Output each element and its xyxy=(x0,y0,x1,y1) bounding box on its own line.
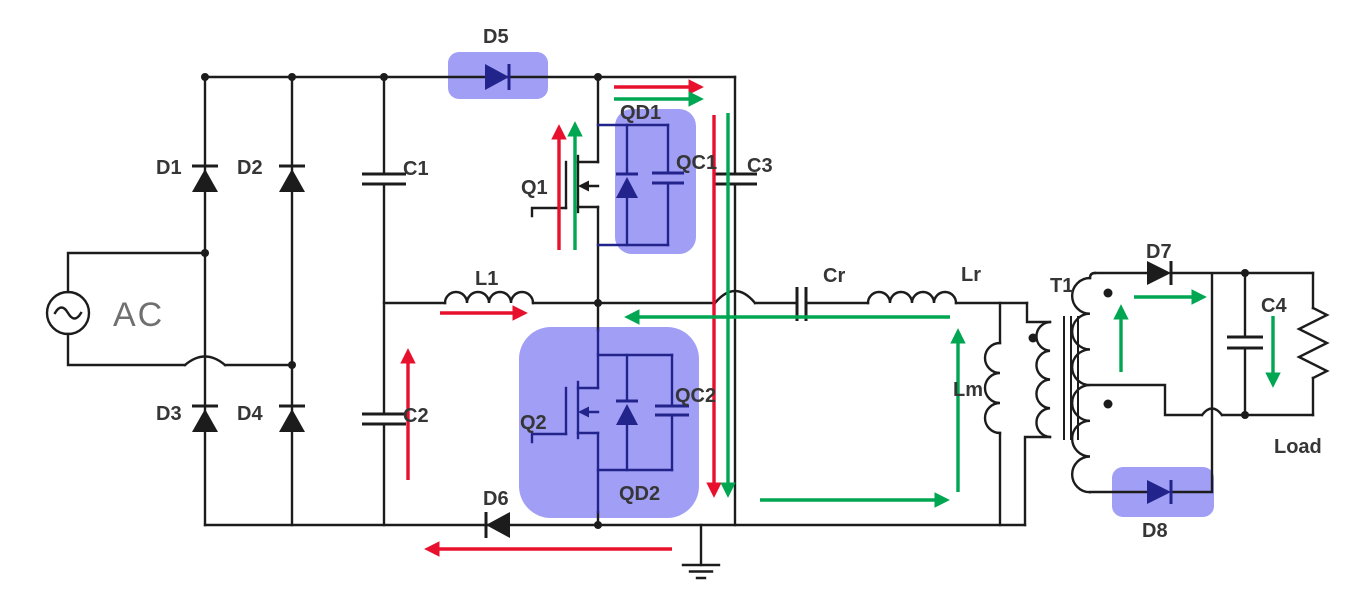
capacitor-c2 xyxy=(362,412,406,426)
transformer-core xyxy=(1063,316,1079,440)
label-d3: D3 xyxy=(156,403,182,425)
label-cr: Cr xyxy=(823,265,845,287)
label-d6: D6 xyxy=(483,488,509,510)
diode-d1 xyxy=(192,164,218,192)
qc2-plates xyxy=(655,404,689,417)
label-d7: D7 xyxy=(1146,241,1172,263)
label-qc1: QC1 xyxy=(676,152,717,174)
label-qd2: QD2 xyxy=(619,483,660,505)
branch-rails xyxy=(596,123,670,247)
diode-d6 xyxy=(484,512,510,538)
center-tap-return-wire xyxy=(1088,383,1315,417)
mid-rail-wire xyxy=(382,289,1029,305)
qd1-triangle xyxy=(616,177,638,198)
label-t1: T1 xyxy=(1050,275,1073,297)
label-c4: C4 xyxy=(1261,295,1287,317)
label-l1: L1 xyxy=(475,268,498,290)
mosfet-q1 xyxy=(530,154,600,218)
mosfet-q2 xyxy=(530,328,600,514)
capacitor-c4 xyxy=(1227,335,1263,350)
label-d4: D4 xyxy=(237,403,263,425)
label-ac: AC xyxy=(113,296,164,334)
label-d1: D1 xyxy=(156,157,182,179)
label-d8: D8 xyxy=(1142,520,1168,542)
qd2-triangle xyxy=(616,404,638,425)
green-flow-arrows xyxy=(567,91,1281,508)
red-flow-arrows xyxy=(400,79,722,557)
lm-winding xyxy=(983,341,1002,435)
qc1-plates xyxy=(652,171,684,185)
secondary-winding xyxy=(1070,276,1092,494)
q2-arrow xyxy=(578,406,589,418)
secondary-bottom-polarity-dot xyxy=(1103,399,1113,409)
capacitor-c1 xyxy=(362,172,406,186)
qd2-qc2-branch xyxy=(596,353,689,472)
ac-source-circle xyxy=(45,290,91,336)
label-load: Load xyxy=(1274,436,1322,458)
diode-d8 xyxy=(1147,480,1173,504)
labels: AC D1 D2 D3 D4 C1 C2 L1 D5 Q1 QD1 QC1 C3… xyxy=(113,26,1322,542)
label-c3: C3 xyxy=(747,155,773,177)
q1-gate-lead xyxy=(530,206,568,218)
label-lr: Lr xyxy=(961,264,981,286)
diode-d7 xyxy=(1147,261,1173,285)
label-d5: D5 xyxy=(483,26,509,48)
transformer-t1 xyxy=(983,271,1113,527)
label-q2: Q2 xyxy=(520,412,547,434)
diode-d4 xyxy=(279,404,305,432)
label-c2: C2 xyxy=(403,405,429,427)
sine-wave-icon xyxy=(53,306,83,320)
diode-d3 xyxy=(192,404,218,432)
ac-source xyxy=(45,290,91,336)
diode-d5 xyxy=(485,64,511,90)
ground-symbol xyxy=(681,563,721,580)
primary-polarity-dot xyxy=(1028,333,1038,343)
label-d2: D2 xyxy=(237,157,263,179)
label-q1: Q1 xyxy=(521,177,548,199)
label-qc2: QC2 xyxy=(675,385,716,407)
diode-d2 xyxy=(279,164,305,192)
label-c1: C1 xyxy=(403,158,429,180)
inductor-lr xyxy=(866,290,958,305)
q1-arrow xyxy=(578,180,589,192)
label-qd1: QD1 xyxy=(620,102,661,124)
junction-dots xyxy=(201,73,1249,529)
primary-leads xyxy=(1023,301,1052,527)
secondary-top-polarity-dot xyxy=(1103,288,1113,298)
branch-rails xyxy=(596,353,674,472)
inductor-l1 xyxy=(443,290,535,305)
qd1-qc1-branch xyxy=(596,123,684,247)
primary-winding xyxy=(1035,320,1052,439)
label-lm: Lm xyxy=(953,379,983,401)
capacitor-c3 xyxy=(713,172,757,186)
load-resistor xyxy=(1296,306,1330,380)
ac-loop-wire xyxy=(66,251,294,367)
q2-gate-lead xyxy=(530,432,568,444)
